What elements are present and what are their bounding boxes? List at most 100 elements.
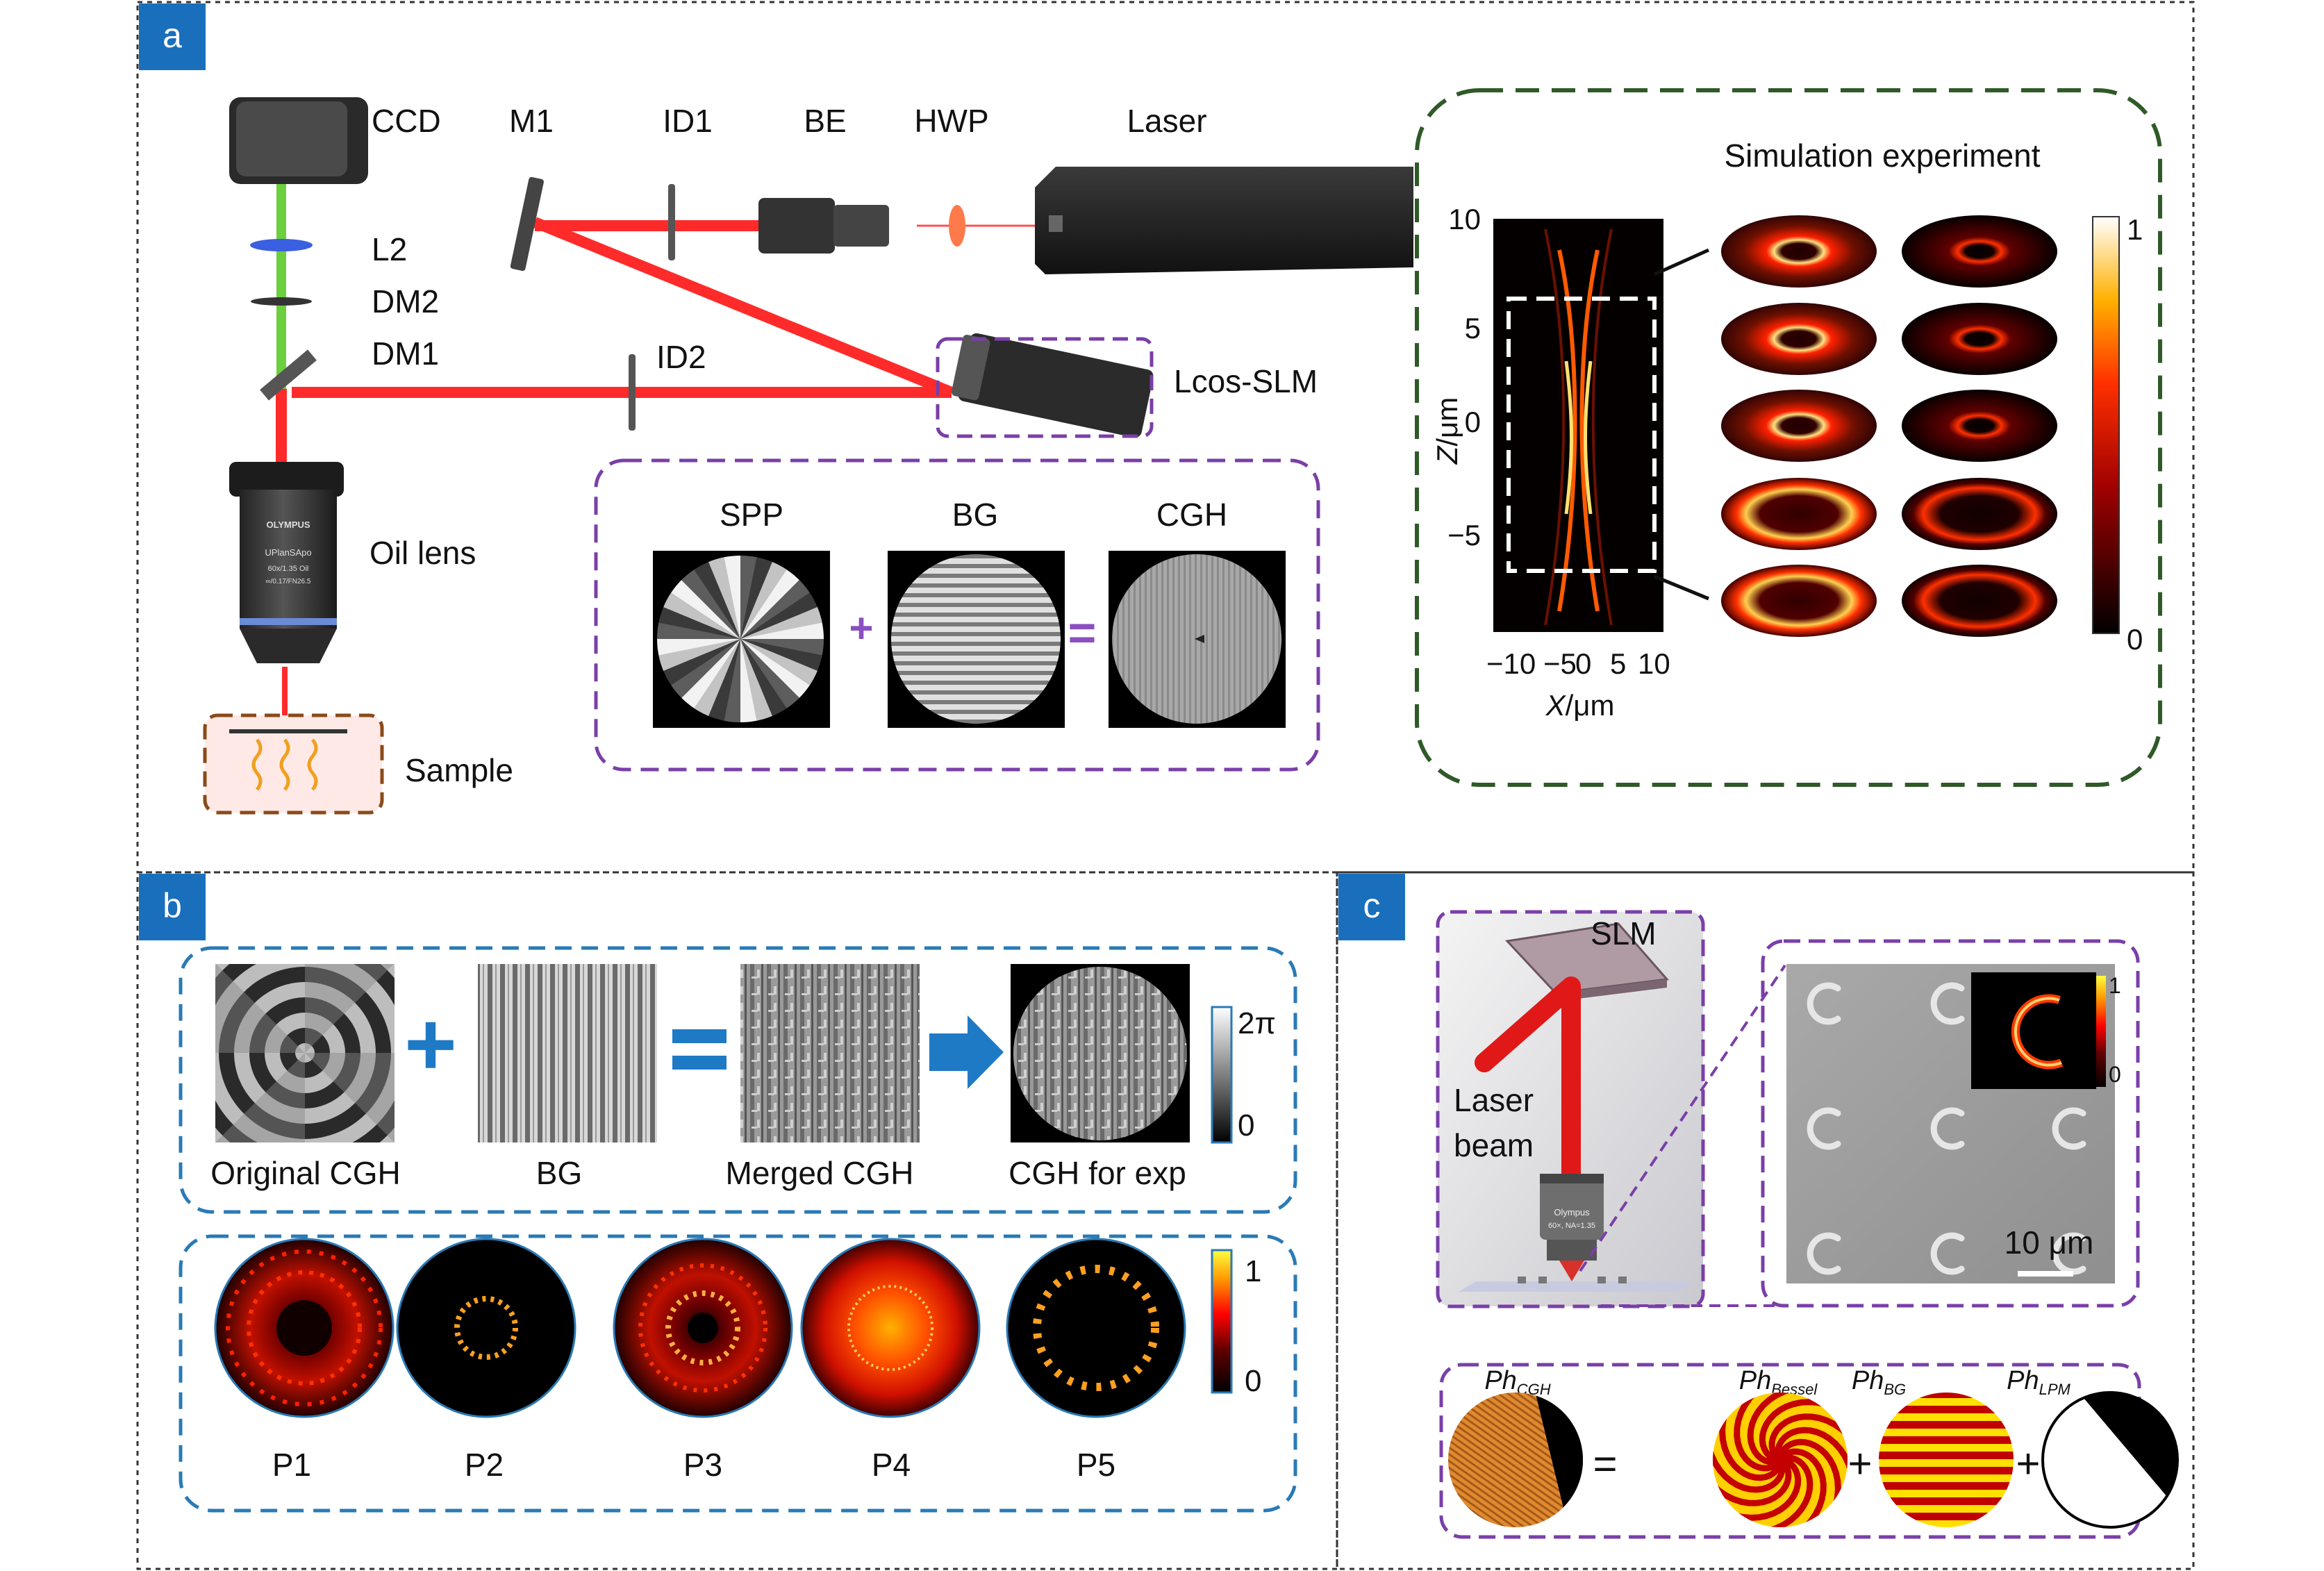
pattern-p3 — [613, 1238, 793, 1418]
svg-text:60×, NA=1.35: 60×, NA=1.35 — [1548, 1222, 1595, 1230]
merged-cgh-image — [740, 964, 920, 1142]
simulation-ring-grid — [1721, 215, 2057, 637]
label-sample: Sample — [405, 752, 513, 788]
label-laser: Laser — [1127, 103, 1206, 139]
z-axis-label: Z/μm — [1431, 397, 1463, 465]
bg-hologram — [888, 551, 1065, 728]
simulation-title: Simulation experiment — [1724, 138, 2040, 174]
panel-a-setup: CCD L2 DM2 DM1 M1 ID1 BE HWP Laser ID2 — [203, 88, 2162, 815]
pattern-p1 — [214, 1238, 395, 1418]
equals-sign-c: = — [1593, 1440, 1617, 1487]
patterns-box — [179, 1234, 1297, 1513]
pattern-p2 — [396, 1238, 576, 1418]
label-bg: BG — [536, 1155, 582, 1191]
label-m1: M1 — [509, 103, 554, 139]
exp-ring-4 — [1902, 478, 2057, 550]
sim-ring-2 — [1721, 303, 1877, 375]
z-tick-minus5: −5 — [1447, 519, 1481, 551]
sem-c-shapes — [1807, 982, 2086, 1275]
sim-ring-3 — [1721, 390, 1877, 462]
scale-bar-label: 10 μm — [2005, 1224, 2094, 1261]
z-tick-10: 10 — [1448, 203, 1481, 235]
panel-tag-b: b — [139, 874, 206, 940]
sim-ring-5 — [1721, 565, 1877, 637]
lcos-slm — [951, 333, 1154, 438]
spp-hologram — [653, 551, 830, 728]
x-tick-minus10: −10 — [1486, 647, 1536, 680]
label-l2: L2 — [372, 231, 407, 267]
x-tick-0: 0 — [1575, 647, 1591, 680]
dichroic-dm1 — [260, 349, 317, 401]
equals-sign-b — [672, 1029, 727, 1070]
exp-ring-1 — [1902, 215, 2057, 288]
cgh-for-exp-image — [1011, 964, 1190, 1142]
colorbar-a-min: 0 — [2127, 623, 2143, 656]
oil-objective: OLYMPUS UPlanSApo 60x/1.35 Oil ∞/0.17/FN… — [229, 462, 344, 663]
sem-box — [1761, 939, 2140, 1308]
phase-min-label: 0 — [1238, 1108, 1254, 1142]
iris-id2 — [629, 354, 636, 431]
label-hwp: HWP — [914, 103, 988, 139]
svg-text:UPlanSApo: UPlanSApo — [265, 547, 311, 558]
panel-c: Olympus 60×, NA=1.35 SLM Laser beam 1 0 … — [1436, 910, 2179, 1539]
scale-bar — [2018, 1271, 2073, 1277]
bg-grating-image — [478, 964, 657, 1142]
label-p2: P2 — [465, 1447, 504, 1483]
title-bg: BG — [952, 497, 998, 533]
intensity-max-label-b: 1 — [1245, 1254, 1261, 1288]
colorbar-a — [2092, 216, 2120, 634]
svg-text:a: a — [163, 16, 182, 55]
x-tick-10: 10 — [1638, 647, 1670, 680]
iris-id1 — [668, 184, 675, 260]
label-dm1: DM1 — [372, 335, 439, 372]
zx-field-image — [1493, 219, 1663, 632]
svg-text:∞/0.17/FN26.5: ∞/0.17/FN26.5 — [266, 578, 311, 585]
svg-text:60x/1.35 Oil: 60x/1.35 Oil — [268, 565, 309, 573]
inset-max-label: 1 — [2109, 973, 2121, 998]
phase-cgh-disk — [1448, 1393, 1583, 1527]
inset-min-label: 0 — [2109, 1062, 2121, 1087]
inset-colorbar — [2096, 976, 2106, 1087]
mirror-m1 — [510, 176, 544, 272]
hologram-box — [594, 458, 1320, 772]
label-dm2: DM2 — [372, 283, 439, 319]
svg-text:Olympus: Olympus — [1554, 1207, 1590, 1217]
intensity-min-label-b: 0 — [1245, 1364, 1261, 1398]
slm-illustration: Olympus 60×, NA=1.35 — [1459, 922, 1695, 1292]
zoom-line-bottom — [1654, 574, 1709, 601]
svg-text:c: c — [1363, 886, 1381, 925]
label-p1: P1 — [272, 1447, 311, 1483]
svg-text:b: b — [163, 886, 182, 925]
ccd-camera — [229, 97, 368, 184]
plus-sign-b: + — [404, 993, 457, 1095]
label-id1: ID1 — [663, 103, 713, 139]
panel-b: + 2π 0 Original CGH BG Merged CGH CGH fo… — [179, 946, 1297, 1513]
arrow-icon — [929, 1015, 1004, 1089]
beam-expander — [758, 198, 889, 253]
zoom-line-c-top — [1579, 964, 1786, 1272]
zoom-line-top — [1653, 248, 1710, 276]
title-spp: SPP — [720, 497, 783, 533]
lens-l2 — [250, 239, 313, 251]
dichroic-dm2 — [251, 297, 312, 306]
phase-lpm-disk — [2041, 1391, 2179, 1529]
pattern-p4 — [800, 1238, 981, 1418]
svg-text:OLYMPUS: OLYMPUS — [266, 519, 310, 530]
term-bg-label: PhBG — [1852, 1366, 1906, 1398]
label-original-cgh: Original CGH — [210, 1155, 401, 1191]
term-lpm-label: PhLPM — [2007, 1366, 2070, 1398]
plus-sign-c1: + — [1848, 1440, 1872, 1487]
z-tick-5: 5 — [1465, 312, 1481, 344]
panel-tag-a: a — [139, 3, 206, 70]
phase-max-label: 2π — [1238, 1006, 1276, 1040]
slm-highlight-box — [936, 337, 1154, 438]
x-tick-minus5: −5 — [1543, 647, 1577, 680]
panel-frames — [136, 1, 2195, 1570]
phase-bessel-disk — [1713, 1393, 1848, 1527]
exp-ring-3 — [1902, 390, 2057, 462]
cgh-hologram — [1109, 551, 1286, 728]
original-cgh-image — [215, 964, 395, 1142]
title-cgh: CGH — [1156, 497, 1227, 533]
exp-ring-5 — [1902, 565, 2057, 637]
label-lcos-slm: Lcos-SLM — [1174, 363, 1318, 399]
